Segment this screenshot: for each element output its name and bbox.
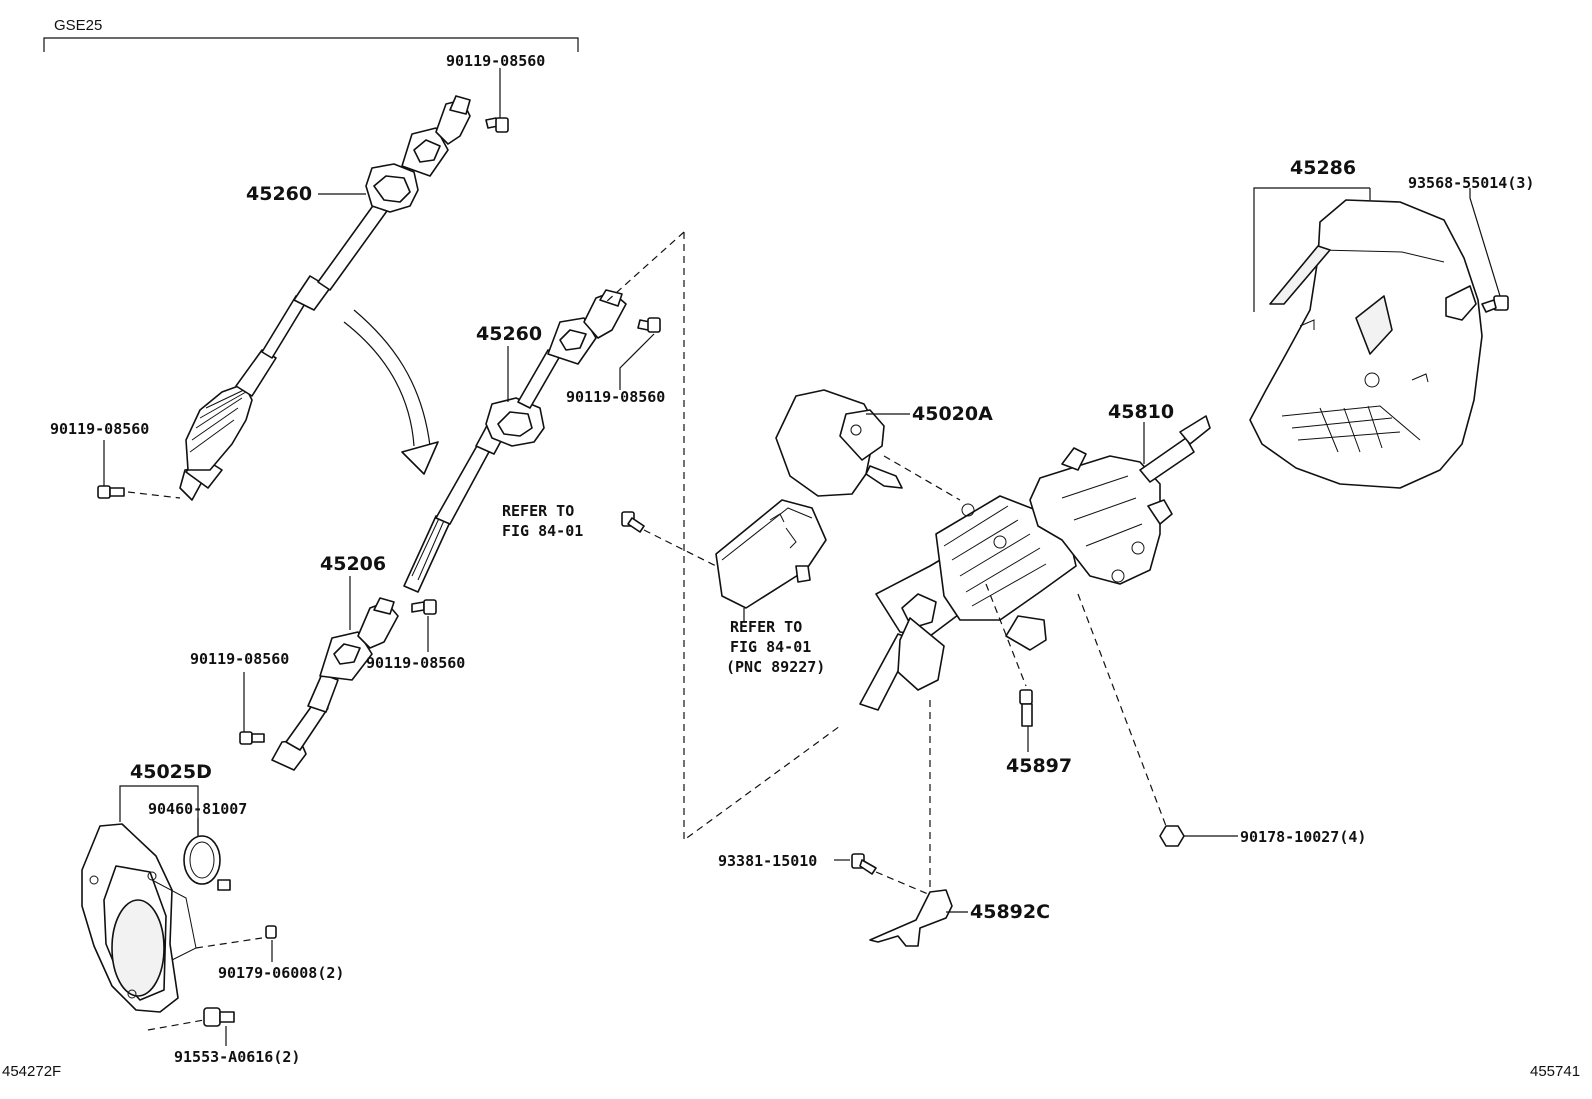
- nut-cover-icon: [265, 925, 277, 939]
- label-bolt-middle: 90119-08560: [566, 388, 665, 406]
- steering-column-hole-cover: [81, 823, 197, 1013]
- ignition-switch-module: [715, 499, 827, 609]
- screw-bracket-icon: [851, 853, 877, 875]
- bracket-45892c: [869, 889, 953, 947]
- label-nut-cover: 90179-06008(2): [218, 964, 344, 982]
- dash-nut-column: [1077, 593, 1167, 827]
- label-clamp: 90460-81007: [148, 800, 247, 818]
- label-joint-lower: 45206: [320, 553, 386, 575]
- bolt-top-icon: [485, 117, 509, 133]
- bolt-lower-right-icon: [411, 599, 437, 615]
- label-bolt-top: 90119-08560: [446, 52, 545, 70]
- dash-cover-bolt: [147, 1019, 205, 1031]
- label-bracket: 45892C: [970, 901, 1050, 923]
- screw-cover-icon: [1481, 295, 1509, 313]
- dash-cover-nut: [195, 937, 263, 949]
- label-column-cover: 45286: [1290, 157, 1356, 179]
- steering-column-assembly: [859, 415, 1211, 711]
- label-bolt-cover: 91553-A0616(2): [174, 1048, 300, 1066]
- steering-column-cover: [1249, 199, 1483, 489]
- leader-refer-a: [643, 529, 717, 567]
- screw-refer-icon: [621, 511, 645, 533]
- dash-lock-column: [883, 455, 961, 501]
- leader-screw-cover: [1469, 188, 1501, 297]
- bolt-lower-left-icon: [239, 731, 265, 745]
- label-bolt-left: 90119-08560: [50, 420, 149, 438]
- nut-column-icon: [1159, 825, 1185, 847]
- label-refer-a-line2: FIG 84-01: [502, 522, 583, 540]
- label-screw-cover: 93568-55014(3): [1408, 174, 1534, 192]
- label-shaft-upper: 45260: [246, 183, 312, 205]
- label-nut-column: 90178-10027(4): [1240, 828, 1366, 846]
- cover-assy-bracket: [119, 785, 199, 838]
- steering-lock-housing: [775, 389, 903, 497]
- curved-arrow-icon: [343, 309, 439, 475]
- label-refer-b-line1: REFER TO: [730, 618, 802, 636]
- bolt-column-icon: [1019, 689, 1033, 727]
- label-shaft-middle: 45260: [476, 323, 542, 345]
- column-cover-bracket: [1253, 187, 1370, 312]
- model-code: GSE25: [54, 17, 102, 34]
- upper-intermediate-shaft: [179, 95, 471, 501]
- bolt-middle-icon: [637, 317, 661, 333]
- illustration-id-left: 454272F: [2, 1063, 61, 1080]
- label-bolt-lower-left: 90119-08560: [190, 650, 289, 668]
- label-screw-bracket: 93381-15010: [718, 852, 817, 870]
- middle-intermediate-shaft: [403, 289, 627, 593]
- label-refer-b-line3: (PNC 89227): [726, 658, 825, 676]
- dash-screw-bracket: [875, 871, 929, 895]
- label-refer-a-line1: REFER TO: [502, 502, 574, 520]
- clamp-ring: [183, 835, 231, 891]
- model-code-bracket: [43, 37, 579, 52]
- bolt-cover-icon: [203, 1007, 235, 1027]
- label-refer-b-line2: FIG 84-01: [730, 638, 811, 656]
- column-reference-frame-top: [605, 231, 685, 303]
- dash-bolt-column: [985, 583, 1027, 687]
- label-column-assy: 45810: [1108, 401, 1174, 423]
- bolt-left-icon: [97, 485, 125, 499]
- column-reference-frame: [683, 232, 841, 842]
- label-bolt-lower-right: 90119-08560: [366, 654, 465, 672]
- label-lock-assy: 45020A: [912, 403, 993, 425]
- label-bolt-column: 45897: [1006, 755, 1072, 777]
- label-cover-assy: 45025D: [130, 761, 212, 783]
- leader-bolt-left-dash: [127, 491, 181, 499]
- illustration-id-right: 455741: [1530, 1063, 1580, 1080]
- lower-universal-joint: [271, 597, 399, 771]
- leader-bolt-middle: [619, 333, 655, 390]
